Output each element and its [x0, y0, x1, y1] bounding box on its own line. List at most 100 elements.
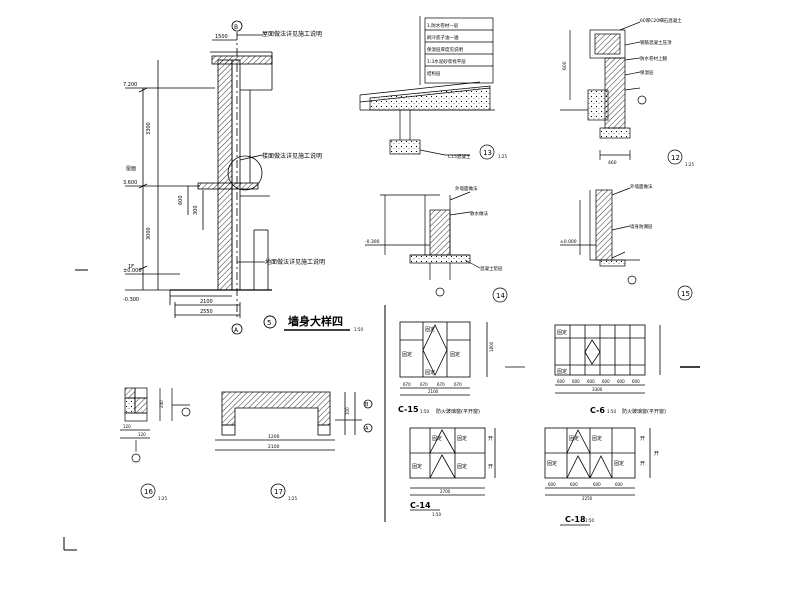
c6-dim-1: 600 [557, 379, 565, 384]
ground-note: 地面做法详见施工说明 [265, 258, 325, 266]
c6-dim-6: 600 [632, 379, 640, 384]
detail-5-number: 5 [267, 319, 271, 327]
d17-inner: 1200 [268, 434, 280, 440]
d12-label-4: 保温层 [640, 69, 654, 76]
d14-label-top: 外墙面做法 [455, 185, 478, 192]
window-c18-drawing [544, 427, 651, 526]
detail-12-drawing [560, 21, 683, 165]
detail-15-number: 15 [681, 290, 690, 298]
detail-12-scale: 1:25 [685, 162, 694, 167]
window-c15-drawing [399, 321, 525, 396]
c15-dim-1: 670 [403, 382, 411, 387]
dim-bottom-2: 2550 [200, 309, 213, 315]
d12-label-2: 钢筋混凝土压顶 [640, 39, 672, 46]
c18-dim-1: 600 [548, 482, 556, 487]
elev-mid: 3.600 [123, 180, 137, 186]
c6-total: 3300 [592, 387, 603, 392]
main-title: 墙身大样四 [288, 314, 343, 328]
d17-bubble-b: B [365, 402, 369, 408]
d16-dim-1: 240 [159, 400, 164, 408]
detail-16-drawing [120, 387, 191, 499]
detail-16-labels: 240 120 120 16 1:25 [123, 400, 167, 501]
d12-height: 600 [562, 61, 568, 70]
mark-1f: 1F [128, 264, 134, 270]
c14-scale: 1:50 [432, 512, 441, 517]
d12-label-3: 防水卷材上翻 [640, 55, 667, 62]
window-c6-labels: 固定 固定 600 600 600 600 600 600 3300 C-6 1… [557, 329, 666, 415]
d13-layer-2: 刷冷底子油一遍 [427, 34, 459, 41]
d16-dim-2: 120 [123, 424, 131, 429]
wall-section-labels: 屋面做法详见施工说明 楼面做法详见施工说明 地面做法详见施工说明 7.200 3… [123, 24, 325, 334]
c18-dim-2: 600 [570, 482, 578, 487]
d14-label-mid: 散水做法 [470, 210, 488, 217]
c15-scale: 1:50 [420, 409, 429, 414]
c6-cell-2: 固定 [557, 368, 567, 375]
window-c6-drawing [554, 324, 700, 394]
c6-dim-5: 600 [617, 379, 625, 384]
detail-13-scale: 1:25 [498, 154, 507, 159]
dim-3300: 3300 [146, 122, 152, 135]
d17-total: 2100 [268, 444, 280, 450]
c6-dim-4: 600 [602, 379, 610, 384]
axis-bubble-top: B [234, 24, 238, 31]
dim-3000: 3000 [146, 227, 152, 240]
c15-code: C-15 [398, 405, 419, 414]
d16-dim-3: 120 [138, 432, 146, 437]
c14-cell-1: 固定 [432, 435, 442, 442]
c18-cell-2: 固定 [592, 435, 602, 442]
c18-side-2: 开 [640, 461, 645, 467]
c6-scale: 1:50 [607, 409, 616, 414]
c6-dim-3: 600 [587, 379, 595, 384]
d13-layer-1: 1.防水卷材一层 [427, 22, 459, 29]
c6-dim-2: 600 [572, 379, 580, 384]
d15-label-mid: 墙身防潮层 [630, 223, 653, 230]
detail-17-drawing [215, 391, 373, 499]
detail-15-labels: 外墙面做法 墙身防潮层 ±0.000 15 [560, 183, 690, 298]
c14-cell-3: 固定 [412, 463, 422, 470]
d13-layer-5: 结构层 [427, 70, 441, 77]
main-scale: 1:50 [354, 327, 363, 332]
elev-floor: ±0.000 [123, 268, 142, 274]
c15-dim-4: 670 [454, 382, 462, 387]
main-title-block: 5 墙身大样四 1:50 [263, 314, 363, 332]
detail-14-labels: 外墙面做法 散水做法 混凝土垫层 -0.300 14 [365, 185, 505, 300]
d14-elev: -0.300 [365, 239, 380, 245]
c15-height: 1800 [489, 341, 494, 352]
c15-dim-2: 670 [420, 382, 428, 387]
window-c14-labels: 固定 固定 固定 固定 开 开 2700 C-14 1:50 [410, 435, 493, 517]
detail-16-number: 16 [144, 488, 153, 496]
detail-12-labels: 60厚C20细石混凝土 钢筋混凝土压顶 防水卷材上翻 保温层 460 600 1… [562, 17, 694, 167]
c18-side-3: 开 [654, 451, 659, 457]
c15-dim-3: 670 [437, 382, 445, 387]
c15-cell-3: 固定 [450, 351, 460, 358]
c14-side-2: 开 [488, 464, 493, 470]
wall-section-drawing [125, 20, 273, 335]
detail-13-labels: 1.防水卷材一层 刷冷底子油一遍 保温层厚度见说明 1:3水泥砂浆找平层 结构层… [427, 22, 507, 160]
c18-dim-4: 600 [615, 482, 623, 487]
c14-cell-2: 固定 [457, 435, 467, 442]
c6-note: 防火玻璃窗(平开窗) [622, 408, 666, 415]
c6-cell-1: 固定 [557, 329, 567, 336]
c14-code: C-14 [410, 501, 431, 510]
detail-12-number: 12 [671, 154, 680, 162]
detail-17-labels: 1200 2100 100 B A 17 1:25 [268, 402, 369, 501]
c18-cell-4: 固定 [614, 460, 624, 467]
window-c14-drawing [409, 427, 496, 511]
window-c15-labels: 固定 固定 固定 固定 670 670 670 670 2100 1800 C-… [398, 326, 494, 415]
axis-bubble-bottom: A [234, 327, 239, 334]
c15-total: 2100 [428, 389, 439, 394]
d15-elev: ±0.000 [560, 239, 577, 245]
c14-total: 2700 [440, 489, 451, 494]
c6-code: C-6 [590, 406, 605, 415]
mark-roof: 屋面 [126, 166, 136, 172]
c18-cell-3: 固定 [547, 460, 557, 467]
dim-top: 1500 [215, 34, 228, 40]
detail-13-number: 13 [483, 149, 492, 157]
d12-width: 460 [608, 160, 617, 166]
d13-note-bottom: C15混凝土 [448, 153, 471, 160]
c18-cell-1: 固定 [569, 435, 579, 442]
floor-note: 楼面做法详见施工说明 [262, 152, 322, 160]
c14-side-1: 开 [488, 436, 493, 442]
c18-side-1: 开 [640, 436, 645, 442]
